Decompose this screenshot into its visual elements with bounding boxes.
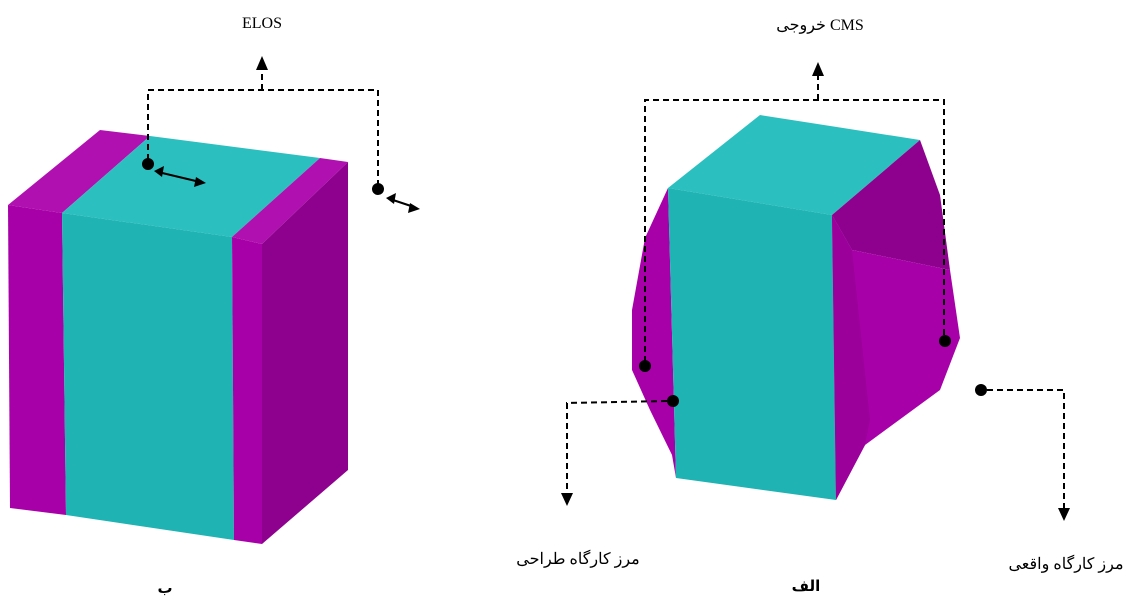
left-block-top-teal — [62, 136, 320, 237]
right-block-right-upper — [832, 140, 950, 270]
cms-label: خروجی CMS — [776, 17, 863, 34]
actual-boundary-pointer — [975, 384, 1070, 521]
elos-double-arrow-2-head-b — [408, 203, 420, 213]
elos-double-arrow-2-head-a — [386, 193, 396, 204]
left-block — [8, 130, 348, 544]
elos-arrow-head — [256, 56, 268, 70]
elos-dot-top — [142, 158, 154, 170]
elos-label: ELOS — [242, 15, 282, 32]
left-block-top-magenta-left — [8, 130, 150, 213]
cms-bracket-line — [644, 99, 945, 362]
cms-arrow-head — [812, 62, 824, 76]
designed-boundary-arrow — [561, 493, 573, 506]
left-block-front-magenta-right — [232, 237, 262, 544]
right-caption: الف — [792, 577, 821, 595]
elos-double-arrow-1-head-b — [194, 177, 206, 187]
right-block-left-bulge — [632, 188, 676, 478]
left-block-front-teal — [62, 213, 234, 540]
actual-boundary-label: مرز کارگاه واقعی — [1008, 554, 1123, 573]
elos-double-arrow-1-head-a — [154, 166, 164, 177]
actual-boundary-line — [987, 389, 1065, 508]
right-block — [632, 115, 960, 500]
elos-bracket — [142, 56, 420, 213]
actual-boundary-dot — [975, 384, 987, 396]
left-caption: ب — [157, 579, 172, 597]
designed-boundary-dot — [667, 395, 679, 407]
right-block-front — [668, 188, 836, 500]
left-block-front-magenta-left — [8, 205, 66, 515]
designed-boundary-label: مرز کارگاه طراحی — [516, 549, 639, 568]
right-block-right-facet — [832, 215, 870, 500]
designed-boundary-pointer — [561, 395, 679, 506]
left-block-top-magenta-right — [232, 158, 348, 244]
right-block-top — [668, 115, 920, 215]
actual-boundary-arrow — [1058, 508, 1070, 521]
cms-dot-left — [639, 360, 651, 372]
designed-boundary-line — [566, 400, 668, 494]
cms-bracket — [639, 62, 951, 372]
elos-double-arrow-1 — [157, 171, 201, 183]
left-block-side — [262, 162, 348, 544]
elos-dot-side — [372, 183, 384, 195]
cms-dot-right — [939, 335, 951, 347]
